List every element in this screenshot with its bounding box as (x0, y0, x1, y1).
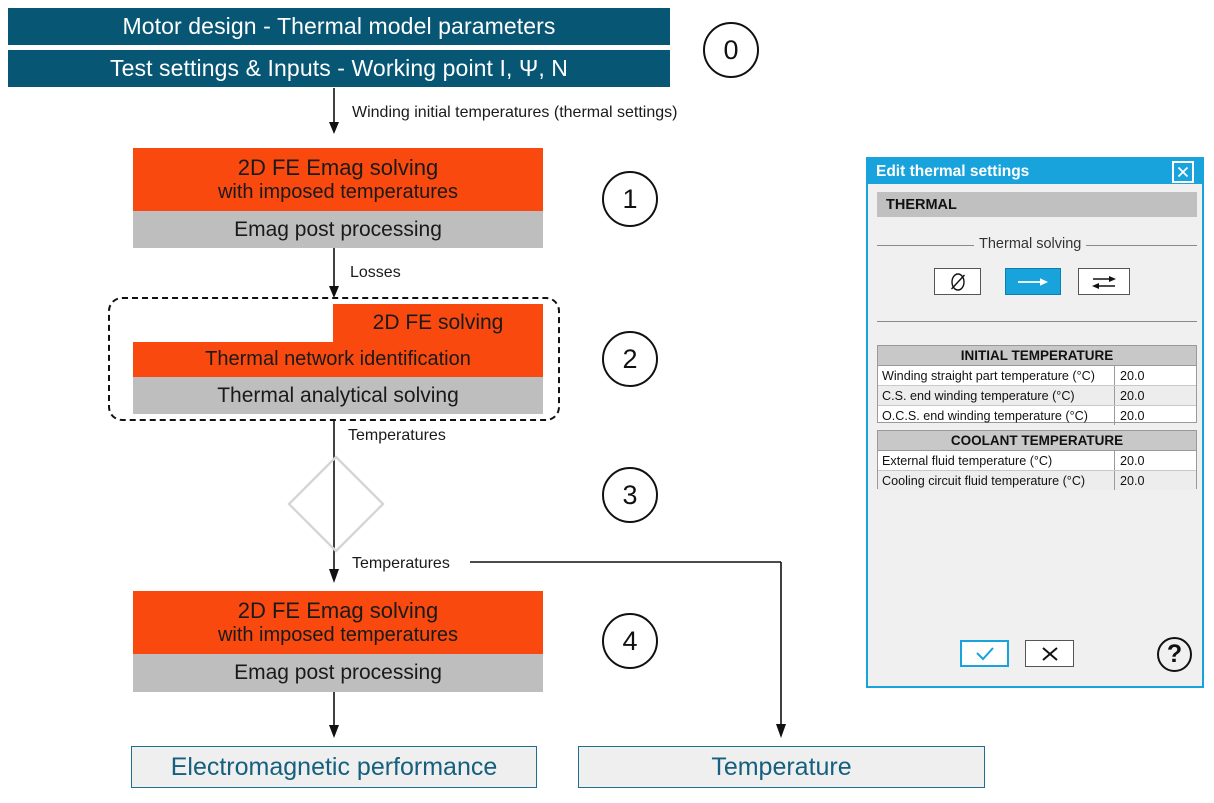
table-cell-label: C.S. end winding temperature (°C) (878, 386, 1115, 405)
no-thermal-solving-button[interactable] (934, 268, 981, 295)
step-circle-1: 1 (602, 171, 658, 227)
initial-temperature-table-header-label: INITIAL TEMPERATURE (960, 348, 1114, 363)
step-circle-1-label: 1 (622, 183, 638, 214)
table-cell-label: O.C.S. end winding temperature (°C) (878, 406, 1115, 425)
header-bar-motor-design-label: Motor design - Thermal model parameters (122, 13, 556, 39)
cancel-button[interactable] (1025, 640, 1074, 667)
step-circle-4-label: 4 (622, 625, 638, 656)
empty-set-icon (950, 272, 965, 291)
step2-analytical-solving-block: Thermal analytical solving (133, 377, 543, 414)
coolant-temperature-table: COOLANT TEMPERATURE External fluid tempe… (877, 430, 1197, 490)
step-circle-2: 2 (602, 331, 658, 387)
thermal-solving-group-label: Thermal solving (974, 236, 1087, 252)
cross-icon (1041, 646, 1058, 661)
edge-label-temperatures-2: Temperatures (352, 555, 450, 573)
edge-label-losses: Losses (350, 264, 401, 282)
table-cell-label: Winding straight part temperature (°C) (878, 366, 1115, 385)
table-cell-value[interactable]: 20.0 (1120, 453, 1145, 468)
step4-solver-line1: 2D FE Emag solving (237, 597, 439, 623)
coolant-temperature-table-header: COOLANT TEMPERATURE (878, 431, 1196, 451)
edge-label-winding-initial-temperatures-text: Winding initial temperatures (thermal se… (352, 104, 678, 121)
edit-thermal-settings-dialog: Edit thermal settings THERMAL Thermal so… (866, 157, 1204, 688)
step2-analytical-solving-label: Thermal analytical solving (217, 383, 459, 407)
dialog-section-thermal: THERMAL (877, 192, 1197, 217)
step4-postproc-label: Emag post processing (234, 661, 442, 685)
result-box-electromagnetic-performance-label: Electromagnetic performance (170, 752, 498, 781)
ok-button[interactable] (960, 640, 1009, 667)
table-cell-value[interactable]: 20.0 (1120, 388, 1145, 403)
edge-label-losses-text: Losses (350, 264, 401, 281)
step3-decision-diamond (287, 455, 385, 553)
close-icon[interactable] (1172, 160, 1194, 183)
result-box-electromagnetic-performance: Electromagnetic performance (131, 746, 537, 788)
step4-solver-block: 2D FE Emag solving with imposed temperat… (133, 591, 543, 654)
table-row[interactable]: C.S. end winding temperature (°C) 20.0 (878, 386, 1196, 406)
header-bar-test-settings: Test settings & Inputs - Working point I… (8, 50, 670, 87)
table-row[interactable]: Cooling circuit fluid temperature (°C) 2… (878, 471, 1196, 490)
table-cell-label: External fluid temperature (°C) (878, 451, 1115, 470)
arrows-exchange-icon (1092, 275, 1116, 289)
table-row[interactable]: Winding straight part temperature (°C) 2… (878, 366, 1196, 386)
header-bar-motor-design: Motor design - Thermal model parameters (8, 8, 670, 45)
dialog-title-bar[interactable]: Edit thermal settings (868, 159, 1202, 184)
step-circle-0: 0 (703, 22, 759, 78)
edge-label-winding-initial-temperatures: Winding initial temperatures (thermal se… (352, 104, 677, 122)
step2-dashed-group (108, 297, 560, 421)
step-circle-4: 4 (602, 613, 658, 669)
connector-temperatures-branch (470, 561, 786, 738)
table-row[interactable]: External fluid temperature (°C) 20.0 (878, 451, 1196, 471)
table-cell-value[interactable]: 20.0 (1120, 368, 1145, 383)
step-circle-2-label: 2 (622, 343, 638, 374)
connector-header-to-step1 (329, 88, 339, 134)
dialog-title-label: Edit thermal settings (876, 162, 1030, 180)
step4-solver-line2: with imposed temperatures (217, 623, 459, 646)
header-bar-test-settings-label: Test settings & Inputs - Working point I… (109, 55, 569, 81)
step-circle-3-label: 3 (622, 479, 638, 510)
coolant-temperature-table-header-label: COOLANT TEMPERATURE (950, 433, 1124, 448)
connector-step1-to-step2 (329, 248, 339, 298)
help-icon[interactable]: ? (1157, 637, 1192, 672)
help-icon-label: ? (1166, 640, 1183, 668)
step1-solver-line2: with imposed temperatures (217, 180, 459, 203)
edge-label-temperatures-1: Temperatures (348, 427, 446, 445)
table-cell-value[interactable]: 20.0 (1120, 408, 1145, 423)
table-cell-value[interactable]: 20.0 (1120, 473, 1145, 488)
table-row[interactable]: O.C.S. end winding temperature (°C) 20.0 (878, 406, 1196, 425)
step2-fe-solving-label: 2D FE solving (372, 311, 504, 335)
step-circle-0-label: 0 (723, 34, 739, 65)
step2-network-identification-block: Thermal network identification (133, 342, 543, 377)
step4-postproc-block: Emag post processing (133, 654, 543, 692)
one-way-thermal-solving-button[interactable] (1005, 268, 1061, 295)
edge-label-temperatures-1-text: Temperatures (348, 427, 446, 444)
initial-temperature-table: INITIAL TEMPERATURE Winding straight par… (877, 345, 1197, 425)
step2-fe-solving-block: 2D FE solving (333, 304, 543, 342)
table-cell-label: Cooling circuit fluid temperature (°C) (878, 471, 1115, 490)
step1-solver-block: 2D FE Emag solving with imposed temperat… (133, 148, 543, 211)
check-icon (975, 646, 994, 660)
result-box-temperature: Temperature (578, 746, 985, 788)
dialog-section-thermal-label: THERMAL (886, 196, 957, 213)
result-box-temperature-label: Temperature (711, 752, 852, 781)
initial-temperature-table-header: INITIAL TEMPERATURE (878, 346, 1196, 366)
two-way-thermal-solving-button[interactable] (1078, 268, 1130, 295)
edge-label-temperatures-2-text: Temperatures (352, 555, 450, 572)
step1-postproc-label: Emag post processing (234, 217, 442, 241)
thermal-solving-fieldset-bottom-rule (877, 321, 1197, 322)
step1-solver-line1: 2D FE Emag solving (237, 154, 439, 180)
step1-postproc-block: Emag post processing (133, 211, 543, 248)
connector-step4-to-em-performance (329, 692, 339, 738)
step-circle-3: 3 (602, 467, 658, 523)
step2-network-identification-label: Thermal network identification (205, 348, 471, 371)
arrow-right-icon (1018, 277, 1048, 286)
thermal-solving-group-label-text: Thermal solving (979, 236, 1082, 252)
